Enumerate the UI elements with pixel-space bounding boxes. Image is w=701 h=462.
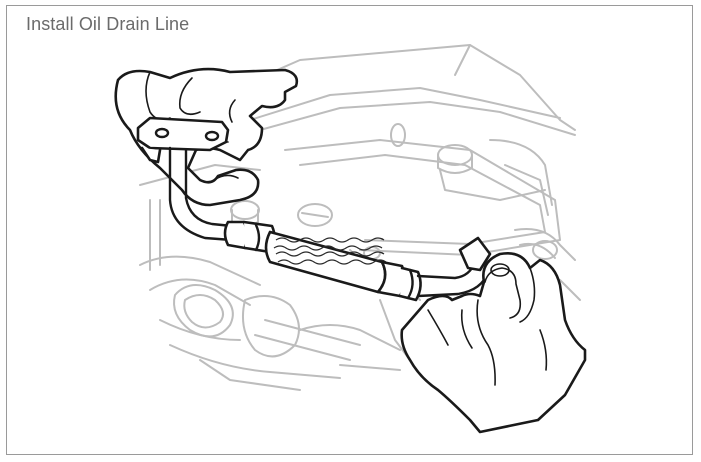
oil-drain-line (168, 146, 492, 302)
lower-hand (400, 252, 587, 434)
engine-bay-background (139, 44, 581, 391)
drain-line-flange (136, 116, 230, 164)
figure-title: Install Oil Drain Line (26, 14, 190, 34)
